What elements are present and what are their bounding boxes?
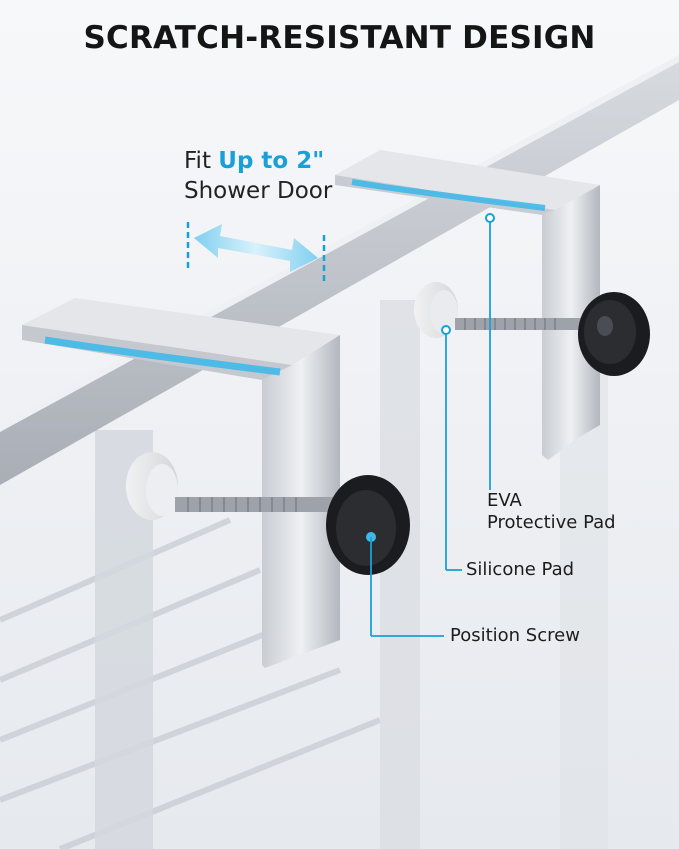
silicone-label: Silicone Pad [466, 559, 575, 580]
door-top-rail [0, 60, 679, 485]
fit-highlight: Up to 2" [218, 148, 325, 174]
page-title: SCRATCH-RESISTANT DESIGN [83, 20, 596, 56]
fit-line2: Shower Door [184, 178, 333, 204]
frame-post-mid [380, 300, 420, 849]
front-bracket [22, 298, 410, 668]
callout-lines [370, 218, 491, 637]
eva-label: EVA Protective Pad [487, 490, 616, 534]
fit-caption: Fit Up to 2" Shower Door [184, 146, 332, 206]
screw-label: Position Screw [450, 625, 580, 646]
width-arrow-icon [186, 222, 326, 285]
silicone-marker [441, 325, 451, 335]
eva-marker [485, 213, 495, 223]
eva-label-line2: Protective Pad [487, 512, 616, 533]
fit-prefix: Fit [184, 148, 211, 174]
eva-label-line1: EVA [487, 490, 522, 511]
